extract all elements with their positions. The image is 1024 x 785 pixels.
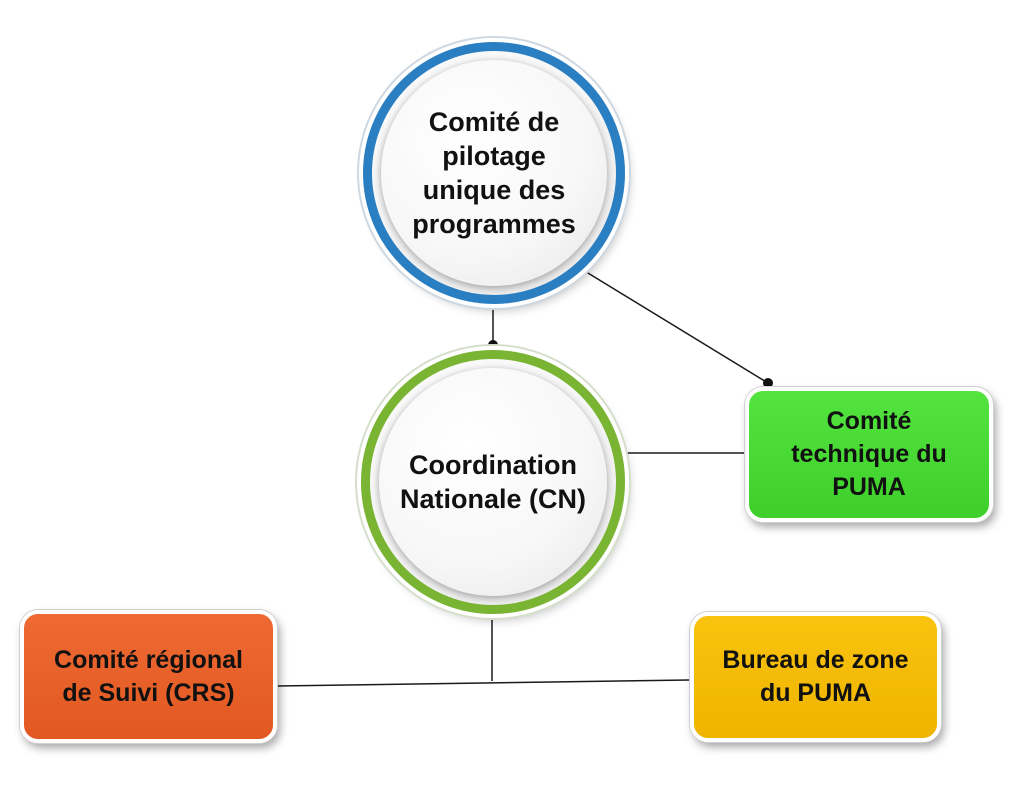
node-comite-technique: Comité technique du PUMA — [745, 387, 993, 522]
node-coordination-nationale-label: Coordination Nationale (CN) — [399, 450, 586, 514]
node-comite-technique-label: Comité technique du PUMA — [791, 407, 947, 501]
node-comite-pilotage: Comité de pilotage unique des programmes — [363, 42, 625, 304]
connector-pilotage-technique — [582, 269, 769, 384]
node-comite-regional: Comité régional de Suivi (CRS) — [20, 610, 277, 743]
node-comite-regional-label: Comité régional de Suivi (CRS) — [54, 645, 243, 707]
connector-dot-coordination — [488, 340, 498, 350]
node-bureau-zone: Bureau de zone du PUMA — [690, 612, 941, 742]
node-bureau-zone-label: Bureau de zone du PUMA — [722, 646, 909, 707]
node-comite-pilotage-label: Comité de pilotage unique des programmes — [412, 107, 576, 239]
connector-dot-technique — [763, 378, 773, 388]
connector-regional-bureau — [276, 679, 691, 687]
node-coordination-nationale: Coordination Nationale (CN) — [361, 350, 625, 614]
